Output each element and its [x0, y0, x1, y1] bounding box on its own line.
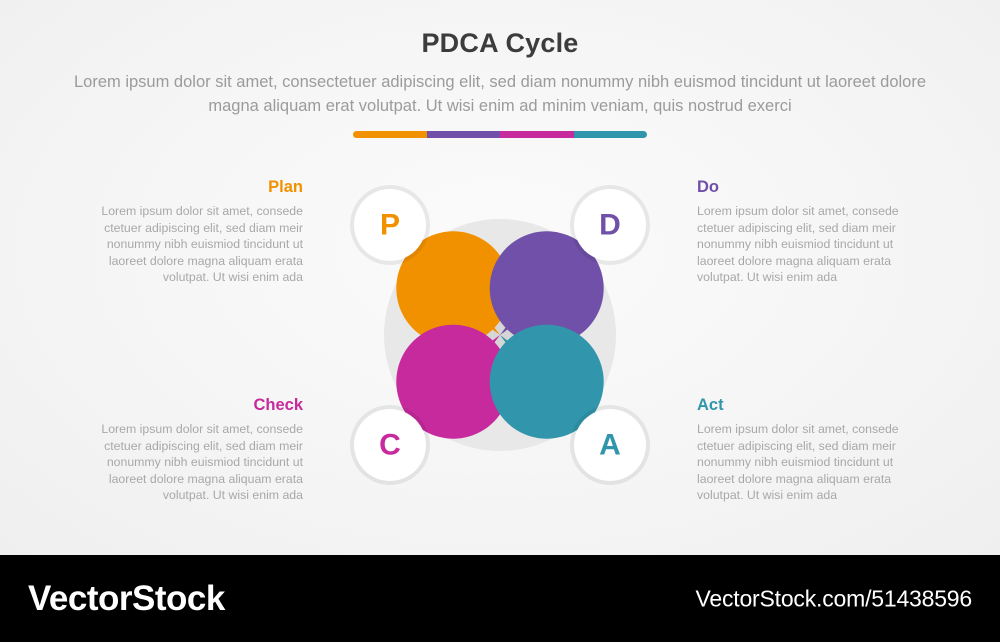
do-letter: D	[599, 209, 621, 242]
divider-segment-act	[573, 131, 647, 138]
stage-block-plan: Plan Lorem ipsum dolor sit amet, consede…	[85, 178, 303, 286]
stage-block-act: Act Lorem ipsum dolor sit amet, consede …	[697, 396, 915, 504]
vectorstock-logo: VectorStock	[28, 578, 225, 618]
vectorstock-url: VectorStock.com/51438596	[695, 585, 973, 611]
pdca-pinwheel-diagram: P D C	[330, 165, 670, 505]
do-badge-circle	[574, 189, 646, 261]
divider-segment-check	[500, 131, 574, 138]
plan-letter: P	[380, 209, 400, 242]
petal-check[interactable]: C	[350, 324, 511, 485]
stage-heading-plan: Plan	[268, 178, 303, 196]
stage-body-act: Lorem ipsum dolor sit amet, consede ctet…	[697, 422, 899, 502]
infographic-canvas: PDCA Cycle Lorem ipsum dolor sit amet, c…	[0, 0, 1000, 555]
stage-block-do: Do Lorem ipsum dolor sit amet, consede c…	[697, 178, 915, 286]
stage-block-check: Check Lorem ipsum dolor sit amet, consed…	[85, 396, 303, 504]
petal-do[interactable]: D	[489, 185, 650, 346]
stage-body-check: Lorem ipsum dolor sit amet, consede ctet…	[101, 422, 303, 502]
divider-segment-plan	[353, 131, 427, 138]
stage-heading-do: Do	[697, 178, 719, 196]
stage-body-do: Lorem ipsum dolor sit amet, consede ctet…	[697, 204, 899, 284]
watermark-footer: VectorStock VectorStock.com/51438596	[0, 555, 1000, 642]
petal-plan[interactable]: P	[350, 185, 511, 346]
stage-body-plan: Lorem ipsum dolor sit amet, consede ctet…	[101, 204, 303, 284]
color-divider-bar	[353, 131, 647, 138]
act-letter: A	[599, 429, 621, 462]
act-badge-circle	[574, 409, 646, 481]
check-letter: C	[379, 429, 401, 462]
divider-segment-do	[426, 131, 500, 138]
page-subtitle: Lorem ipsum dolor sit amet, consectetuer…	[73, 73, 927, 115]
petal-act[interactable]: A	[489, 324, 650, 485]
check-badge-circle	[354, 409, 426, 481]
stage-heading-act: Act	[697, 396, 724, 414]
stage-heading-check: Check	[253, 396, 303, 414]
plan-badge-circle	[354, 189, 426, 261]
page-title: PDCA Cycle	[421, 28, 579, 58]
